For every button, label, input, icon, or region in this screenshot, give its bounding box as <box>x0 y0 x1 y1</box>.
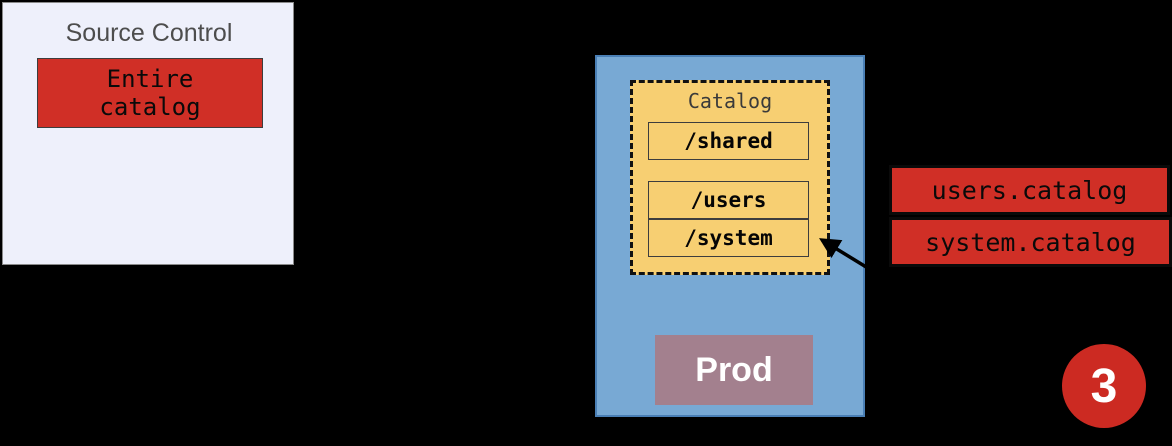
prod-stage-label: Prod <box>695 350 773 389</box>
step-badge-number: 3 <box>1090 359 1118 413</box>
catalog-item-label: /system <box>684 226 773 250</box>
catalog-title: Catalog <box>687 89 773 113</box>
environment-panel: Catalog /shared /users /system Prod <box>595 55 865 417</box>
source-control-panel: Source Control Entire catalog <box>2 2 294 265</box>
catalog-box[interactable]: Catalog /shared /users /system <box>630 80 830 275</box>
catalog-file-label-users[interactable]: users.catalog <box>889 165 1170 215</box>
catalog-item-label: /users <box>690 188 767 212</box>
prod-stage-box[interactable]: Prod <box>655 335 813 405</box>
catalog-file-label-text: users.catalog <box>931 175 1128 205</box>
step-badge: 3 <box>1062 344 1146 428</box>
catalog-file-label-system[interactable]: system.catalog <box>889 217 1172 267</box>
entire-catalog-box[interactable]: Entire catalog <box>37 58 263 128</box>
catalog-item-users[interactable]: /users <box>648 181 809 219</box>
catalog-item-label: /shared <box>684 129 773 153</box>
source-control-title: Source Control <box>65 19 233 47</box>
catalog-item-shared[interactable]: /shared <box>648 122 809 160</box>
catalog-file-label-text: system.catalog <box>925 227 1136 257</box>
catalog-item-system[interactable]: /system <box>648 219 809 257</box>
entire-catalog-label: Entire catalog <box>99 64 201 121</box>
